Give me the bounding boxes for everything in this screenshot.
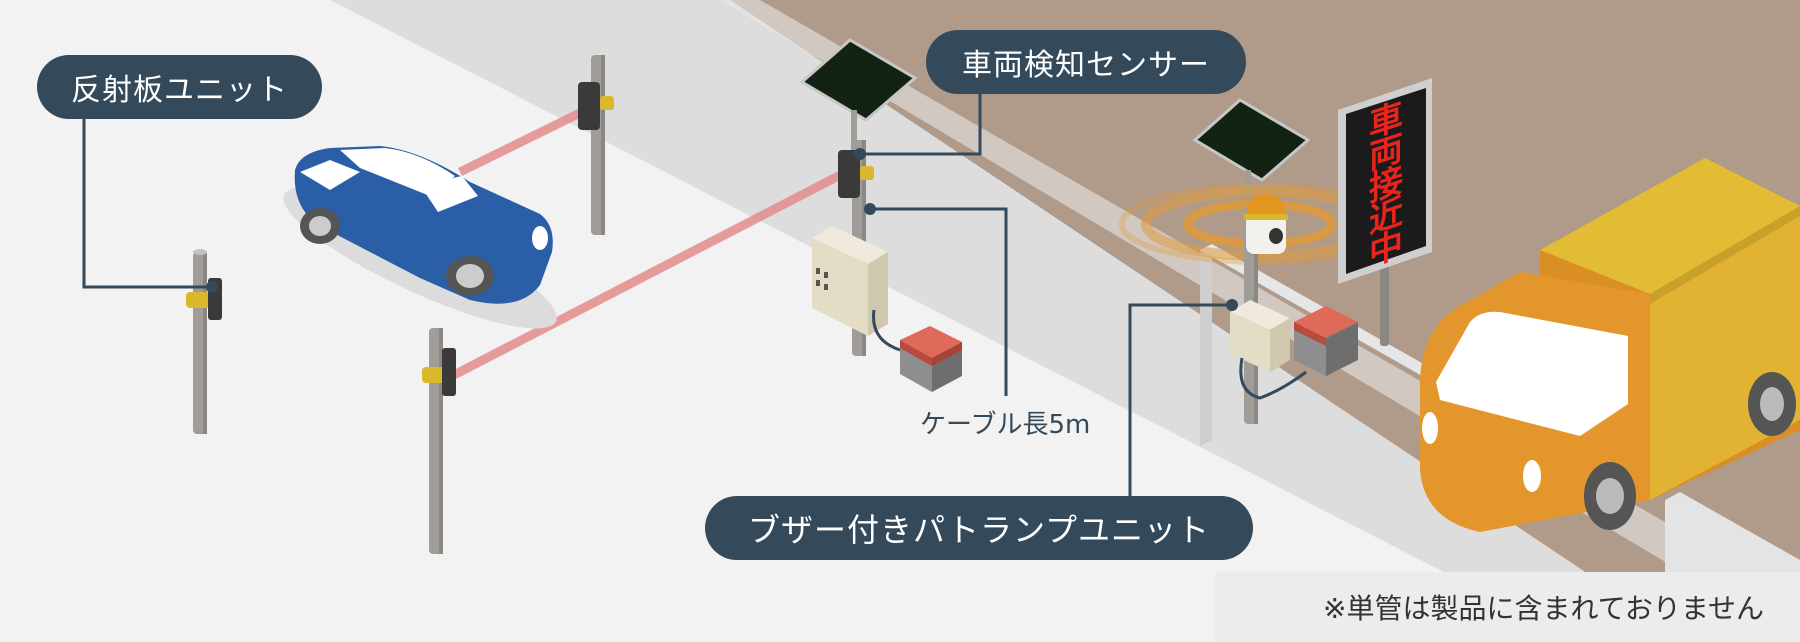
leader-lines bbox=[82, 92, 1232, 496]
cable-right bbox=[1239, 357, 1307, 400]
reflector-pole-left bbox=[186, 249, 222, 434]
leader-dots bbox=[206, 148, 1238, 311]
patlamp bbox=[1244, 194, 1288, 254]
control-box-right bbox=[1230, 300, 1290, 372]
battery-right bbox=[1294, 306, 1358, 376]
buzzer-patlamp-unit-label: ブザー付きパトランプユニット bbox=[705, 496, 1253, 560]
vehicle-sensor-label: 車両検知センサー bbox=[926, 30, 1246, 94]
note-box: ※単管は製品に含まれておりません bbox=[1215, 572, 1800, 642]
infrared-beam-lower bbox=[449, 166, 853, 380]
sensor-pole-upper bbox=[578, 55, 614, 235]
wall-edge bbox=[1200, 244, 1212, 446]
reflector-pole-lower bbox=[422, 328, 456, 554]
signboard bbox=[1338, 78, 1432, 346]
solar-panel-center bbox=[799, 38, 918, 150]
cable-center bbox=[872, 309, 901, 352]
infrared-beam-upper bbox=[458, 103, 592, 177]
car bbox=[283, 146, 557, 329]
reflector-unit-label: 反射板ユニット bbox=[37, 55, 322, 119]
truck bbox=[1419, 158, 1800, 532]
cable-length-label: ケーブル長5m bbox=[920, 410, 1091, 440]
battery-center bbox=[900, 326, 962, 392]
note-text: ※単管は製品に含まれておりません bbox=[1323, 592, 1764, 625]
control-box-center bbox=[812, 226, 888, 336]
